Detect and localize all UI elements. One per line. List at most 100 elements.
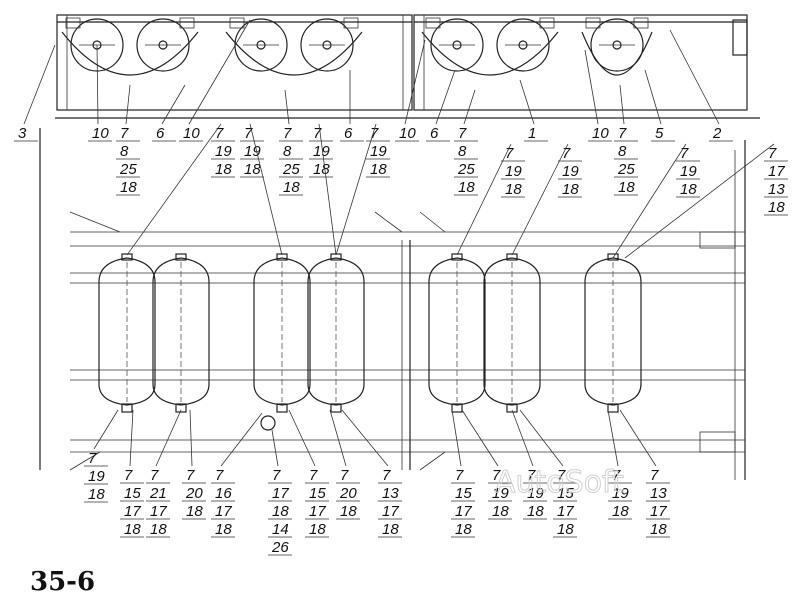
top-label-8-line-0: 6 [430, 125, 439, 142]
bracket [699, 231, 736, 249]
bottom-label-13-line-0: 7 [612, 467, 621, 484]
bottom-label-14-line-1: 13 [650, 485, 667, 502]
air-receiver [253, 257, 311, 406]
upper-label-3-line-2: 18 [370, 161, 387, 178]
bracket [699, 431, 736, 453]
leader-line [404, 39, 426, 125]
upper-label-6-line-0: 7 [680, 145, 689, 162]
top-label-2-line-3: 18 [120, 179, 137, 196]
tank-fitting [518, 40, 528, 50]
watermark: AutoSoft [495, 465, 624, 500]
top-label-7-line-0: 10 [399, 125, 416, 142]
upper-label-7-line-2: 13 [768, 181, 785, 198]
top-label-4-line-0: 10 [183, 125, 200, 142]
bottom-label-1-line-3: 18 [124, 521, 141, 538]
bottom-label-12-line-2: 17 [557, 503, 574, 520]
top-label-0-line-0: 3 [18, 125, 27, 142]
bottom-label-5-line-0: 7 [272, 467, 281, 484]
bottom-label-0-line-2: 18 [88, 486, 105, 503]
mount-bracket [179, 17, 195, 29]
mount-bracket [229, 17, 245, 29]
mount-bracket [65, 17, 81, 29]
bottom-label-4-line-3: 18 [215, 521, 232, 538]
bottom-label-9-line-3: 18 [455, 521, 472, 538]
drain-valve [330, 403, 342, 413]
leader-line [644, 69, 662, 125]
leader-line [619, 409, 657, 467]
upper-label-5-line-1: 19 [562, 163, 579, 180]
brace [69, 211, 121, 233]
bottom-label-6-line-1: 15 [309, 485, 326, 502]
tank-strap [225, 31, 363, 76]
bottom-label-1-line-2: 17 [124, 503, 141, 520]
top-label-5-line-0: 7 [283, 125, 292, 142]
upper-label-2-line-0: 7 [313, 125, 322, 142]
leader-line [584, 49, 599, 125]
air-receiver [483, 257, 541, 406]
bottom-label-2-line-0: 7 [150, 467, 159, 484]
air-tank-end [430, 18, 484, 72]
bottom-label-9-line-1: 15 [455, 485, 472, 502]
leader-line [519, 79, 535, 125]
top-label-9-line-0: 7 [458, 125, 467, 142]
upper-label-2-line-2: 18 [313, 161, 330, 178]
upper-label-6-line-2: 18 [680, 181, 697, 198]
bottom-label-5-line-1: 17 [272, 485, 289, 502]
leader-line [461, 409, 499, 467]
bottom-label-6-line-0: 7 [309, 467, 318, 484]
bottom-label-12-line-0: 7 [557, 467, 566, 484]
top-label-5-line-1: 8 [283, 143, 292, 160]
leader-line [126, 123, 222, 256]
bottom-label-3-line-0: 7 [186, 467, 195, 484]
bottom-label-4-line-2: 17 [215, 503, 232, 520]
drain-valve [607, 403, 619, 413]
mount-bracket [425, 17, 441, 29]
top-label-9-line-3: 18 [458, 179, 475, 196]
upper-frame-right [413, 14, 748, 111]
bottom-label-8-line-0: 7 [382, 467, 391, 484]
top-label-1-line-0: 10 [92, 125, 109, 142]
bottom-label-8-line-3: 18 [382, 521, 399, 538]
leader-line [93, 409, 119, 450]
mount-bracket [585, 17, 601, 29]
tank-fitting [322, 40, 332, 50]
bottom-label-2-line-2: 17 [150, 503, 167, 520]
drain-valve [175, 403, 187, 413]
leader-line [463, 89, 476, 125]
bottom-label-1-line-0: 7 [124, 467, 133, 484]
top-label-3-line-0: 6 [156, 125, 165, 142]
air-receiver [98, 257, 156, 406]
leader-line [669, 29, 720, 125]
top-label-12-line-2: 25 [617, 161, 635, 178]
leader-line [284, 89, 290, 125]
top-valve [607, 253, 619, 261]
top-valve [506, 253, 518, 261]
leader-line [341, 409, 389, 467]
leader-line [96, 44, 99, 125]
top-label-12-line-3: 18 [618, 179, 635, 196]
mount-bracket [539, 17, 555, 29]
bottom-label-9-line-2: 17 [455, 503, 472, 520]
brace [419, 211, 446, 233]
drain-valve [276, 403, 288, 413]
bottom-label-13-line-2: 18 [612, 503, 629, 520]
bottom-label-7-line-2: 18 [340, 503, 357, 520]
frame-end-block [732, 19, 748, 56]
leader-line [624, 143, 775, 259]
upper-label-2-line-1: 19 [313, 143, 330, 160]
tank-fitting [256, 40, 266, 50]
brace [374, 211, 403, 233]
leader-line [288, 409, 316, 467]
bottom-label-5-line-3: 14 [272, 521, 289, 538]
upper-label-1-line-2: 18 [244, 161, 261, 178]
bottom-label-7-line-0: 7 [340, 467, 349, 484]
upper-label-5-line-2: 18 [562, 181, 579, 198]
mount-bracket [633, 17, 649, 29]
air-tank-end [300, 18, 354, 72]
bottom-label-14-line-3: 18 [650, 521, 667, 538]
leader-line [249, 123, 283, 256]
upper-label-0-line-2: 18 [215, 161, 232, 178]
upper-label-3-line-0: 7 [370, 125, 379, 142]
